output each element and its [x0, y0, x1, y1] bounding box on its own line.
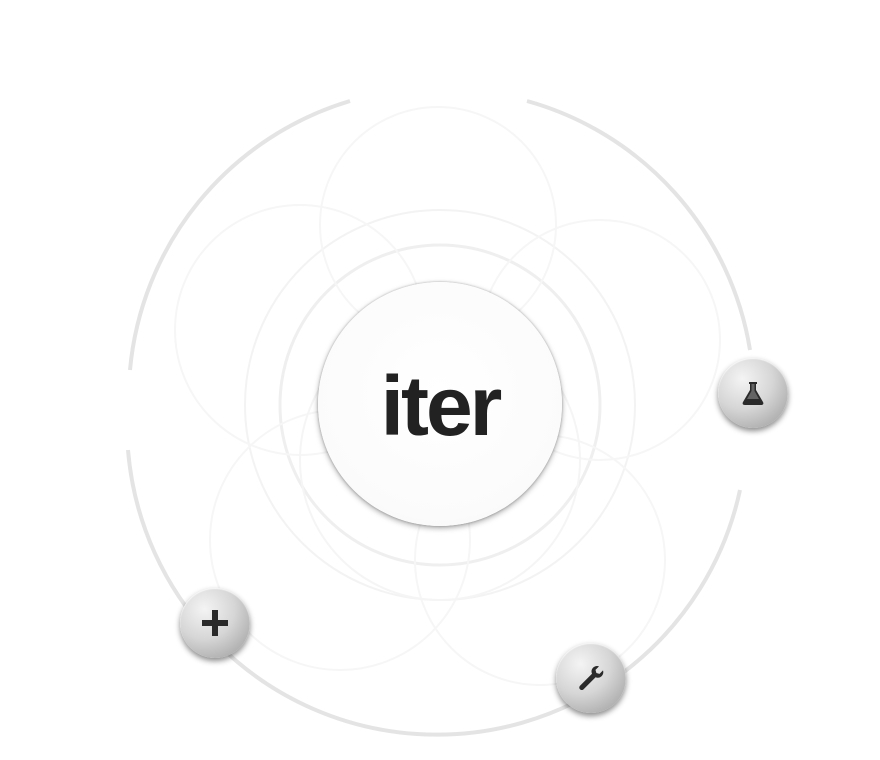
plus-icon — [202, 610, 228, 636]
orbit-arc — [128, 99, 351, 371]
inner-halo-ring — [278, 243, 602, 567]
tools-button[interactable] — [556, 643, 626, 713]
add-button[interactable] — [180, 588, 250, 658]
orbit-arc — [526, 99, 752, 351]
wrench-icon — [579, 666, 604, 691]
logo-disc[interactable]: iter — [318, 282, 562, 526]
lab-button[interactable] — [718, 358, 788, 428]
orbit-arc — [126, 449, 742, 737]
logo-text: iter — [380, 358, 503, 453]
flask-icon — [742, 382, 764, 405]
